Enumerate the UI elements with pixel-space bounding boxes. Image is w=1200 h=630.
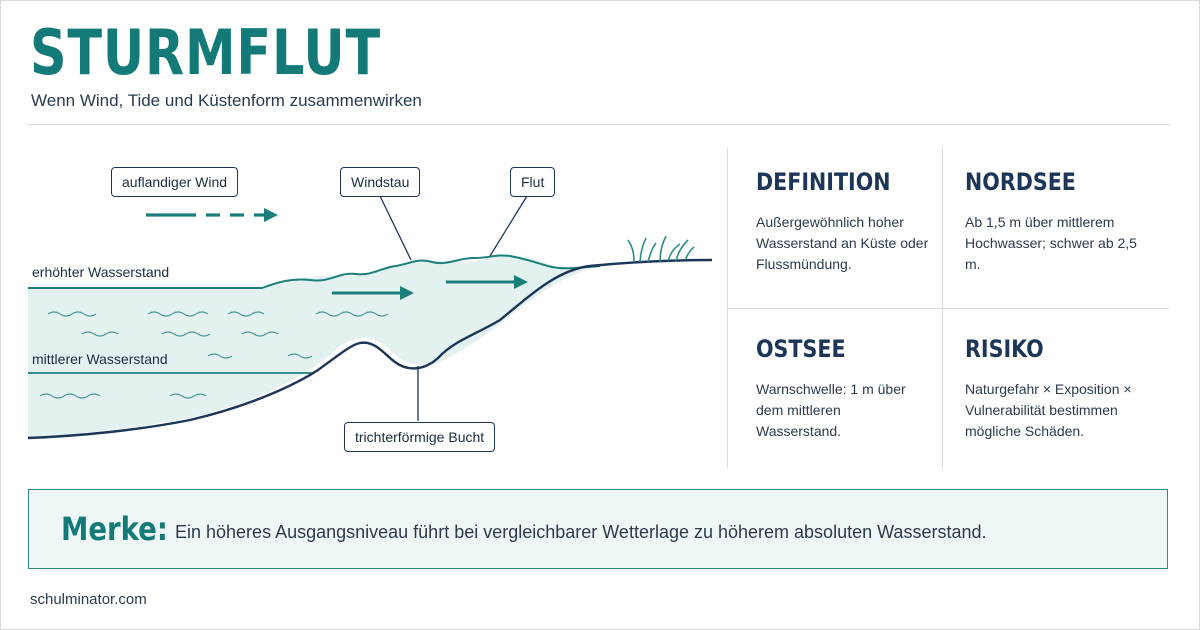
page-title: STURMFLUT (30, 16, 381, 89)
info-definition: DEFINITION Außergewöhnlich hoher Wassers… (756, 168, 946, 275)
flow-arrowhead-2 (514, 275, 528, 289)
info-heading: OSTSEE (756, 335, 846, 363)
info-heading: RISIKO (965, 335, 1044, 363)
label-mean-level: mittlerer Wasserstand (32, 351, 168, 367)
wind-arrowhead (264, 208, 278, 222)
page-subtitle: Wenn Wind, Tide und Küstenform zusammenw… (31, 91, 422, 110)
raised-water-line (28, 254, 601, 289)
callout-flut: Flut (510, 167, 556, 197)
header-divider (28, 124, 1170, 125)
water-ripples (39, 311, 389, 399)
info-heading: NORDSEE (965, 168, 1076, 196)
info-text: Naturgefahr × Exposition × Vulnerabilitä… (965, 381, 1132, 439)
info-risiko: RISIKO Naturgefahr × Exposition × Vulner… (965, 335, 1150, 442)
water-body (28, 255, 600, 438)
flow-arrow-icon (332, 280, 516, 295)
label-raised-level: erhöhter Wasserstand (32, 264, 170, 280)
merke-box: Merke: Ein höheres Ausgangsniveau führt … (28, 489, 1168, 569)
storm-surge-diagram (27, 195, 713, 440)
flow-arrowhead-1 (400, 286, 414, 300)
info-text: Warnschwelle: 1 m über dem mittleren Was… (756, 381, 906, 439)
callout-leaders (379, 195, 528, 421)
callout-bucht: trichterförmige Bucht (344, 422, 496, 452)
grass-icon (627, 235, 695, 263)
merke-text: Ein höheres Ausgangsniveau führt bei ver… (175, 522, 987, 542)
info-text: Außergewöhnlich hoher Wasserstand an Küs… (756, 214, 929, 272)
callout-wind: auflandiger Wind (111, 167, 239, 197)
coastline (27, 258, 713, 440)
grid-divider-horizontal (727, 308, 1169, 309)
footer-site: schulminator.com (30, 591, 147, 608)
info-heading: DEFINITION (756, 168, 891, 196)
info-text: Ab 1,5 m über mittlerem Hochwasser; schw… (965, 214, 1137, 272)
merke-label: Merke: (61, 510, 168, 548)
info-ostsee: OSTSEE Warnschwelle: 1 m über dem mittle… (756, 335, 926, 442)
callout-windstau: Windstau (340, 167, 421, 197)
info-nordsee: NORDSEE Ab 1,5 m über mittlerem Hochwass… (965, 168, 1150, 275)
